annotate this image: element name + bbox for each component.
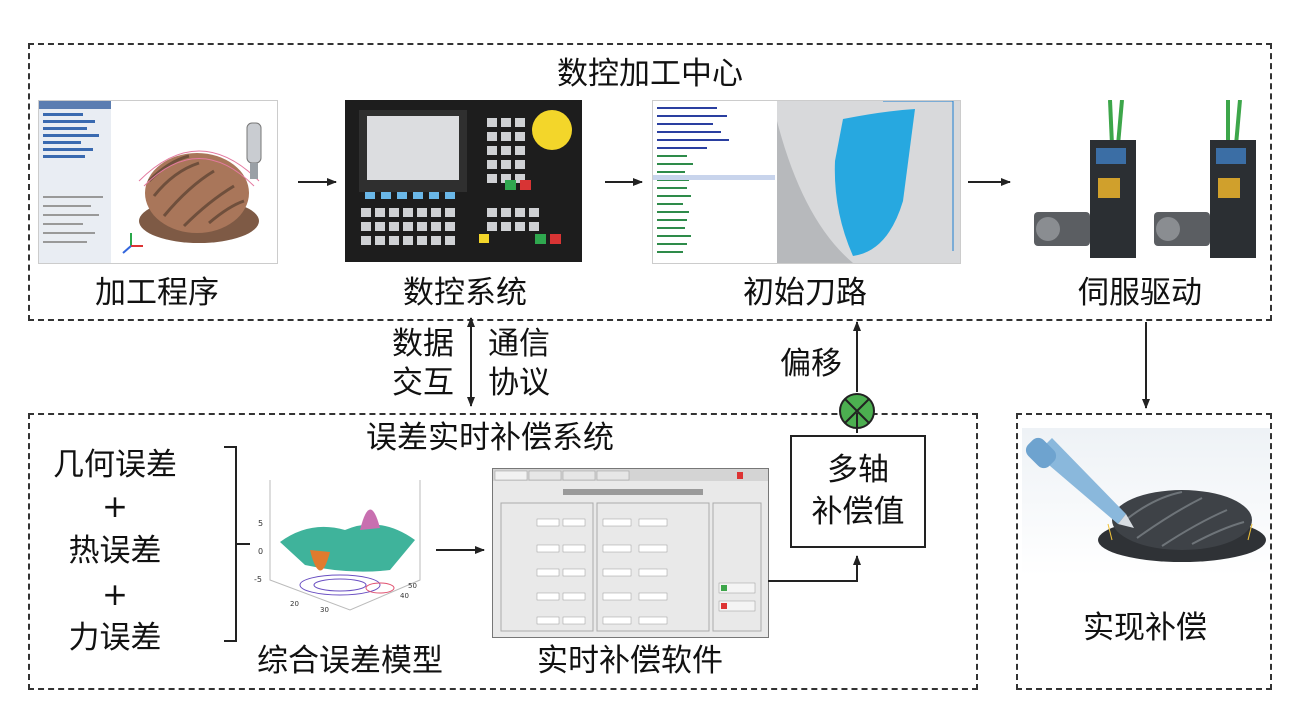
summing-node bbox=[839, 393, 875, 429]
error-plus-1: + bbox=[102, 489, 128, 525]
svg-text:50: 50 bbox=[408, 582, 417, 590]
compensation-box-line2: 补偿值 bbox=[811, 494, 905, 530]
compensation-system-frame bbox=[28, 413, 978, 690]
multi-axis-compensation-box bbox=[790, 435, 926, 548]
realization-image bbox=[1022, 428, 1270, 576]
offset-label: 偏移 bbox=[780, 346, 842, 382]
svg-text:40: 40 bbox=[400, 592, 409, 600]
svg-text:20: 20 bbox=[290, 600, 299, 608]
svg-text:5: 5 bbox=[258, 519, 263, 528]
stage-label-machining-program: 加工程序 bbox=[95, 275, 219, 311]
realization-label: 实现补偿 bbox=[1083, 610, 1207, 646]
error-thermal: 热误差 bbox=[68, 533, 162, 569]
compensation-software-label: 实时补偿软件 bbox=[537, 643, 723, 679]
compensation-system-title: 误差实时补偿系统 bbox=[366, 420, 614, 456]
initial-toolpath-image bbox=[652, 100, 961, 264]
cnc-center-frame bbox=[28, 43, 1272, 321]
stage-label-cnc-system: 数控系统 bbox=[403, 275, 527, 311]
error-geometric: 几何误差 bbox=[53, 447, 177, 483]
error-force: 力误差 bbox=[68, 620, 162, 656]
error-plus-2: + bbox=[102, 577, 128, 613]
svg-text:30: 30 bbox=[320, 606, 329, 614]
stage-label-initial-toolpath: 初始刀路 bbox=[743, 275, 867, 311]
stage-label-servo-drive: 伺服驱动 bbox=[1078, 275, 1202, 311]
error-sources-bracket bbox=[224, 446, 250, 642]
cnc-system-image bbox=[345, 100, 582, 262]
data-label-bottom: 交互 bbox=[392, 365, 454, 401]
machining-program-image bbox=[38, 100, 278, 264]
protocol-label-top: 通信 bbox=[488, 326, 550, 362]
svg-text:0: 0 bbox=[258, 547, 263, 556]
protocol-label-bottom: 协议 bbox=[488, 365, 550, 401]
servo-drive-image bbox=[1030, 100, 1268, 265]
cnc-center-title: 数控加工中心 bbox=[557, 56, 743, 92]
svg-text:-5: -5 bbox=[254, 575, 262, 584]
compensation-box-line1: 多轴 bbox=[827, 452, 889, 488]
realization-frame bbox=[1016, 413, 1272, 690]
error-model-label: 综合误差模型 bbox=[257, 643, 443, 679]
compensation-software-screenshot bbox=[492, 468, 769, 638]
data-label-top: 数据 bbox=[392, 326, 454, 362]
